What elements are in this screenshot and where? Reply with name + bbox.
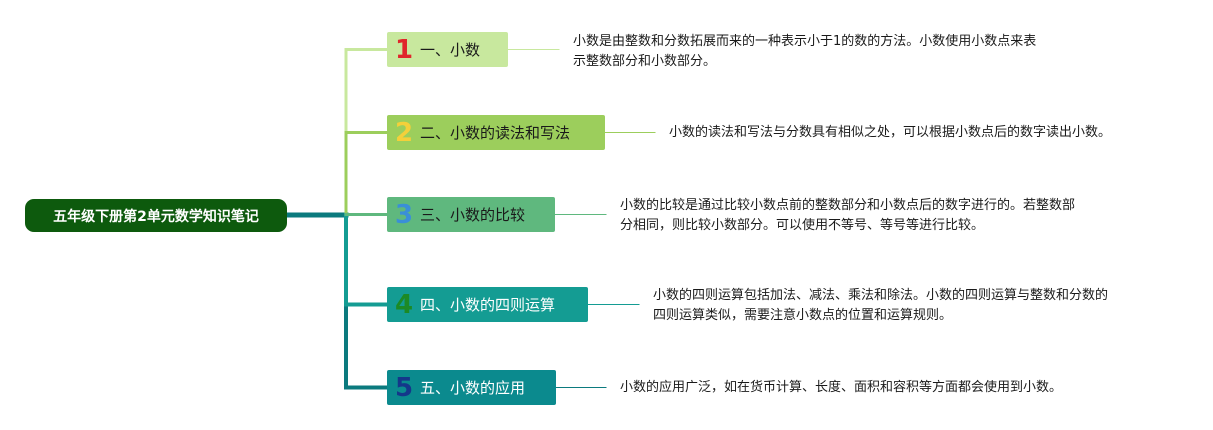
branch-description-4: 小数的四则运算包括加法、减法、乘法和除法。小数的四则运算与整数和分数的 四则运算… — [653, 286, 1108, 326]
branch-node-1[interactable]: 1 一、小数 — [387, 32, 508, 67]
description-line: 小数是由整数和分数拓展而来的一种表示小于1的数的方法。小数使用小数点来表 — [573, 34, 1037, 49]
branch-label-1: 一、小数 — [420, 41, 481, 59]
number-3-icon: 3 — [395, 199, 414, 230]
description-line: 小数的比较是通过比较小数点前的整数部分和小数点后的数字进行的。若整数部 — [620, 198, 1076, 213]
description-line: 四则运算类似，需要注意小数点的位置和运算规则。 — [653, 308, 953, 323]
number-4-icon: 4 — [395, 289, 414, 320]
branch-node-5[interactable]: 5 五、小数的应用 — [387, 370, 556, 405]
branch-node-4[interactable]: 4 四、小数的四则运算 — [387, 287, 588, 322]
branch-label-5: 五、小数的应用 — [420, 379, 526, 397]
branch-description-1: 小数是由整数和分数拓展而来的一种表示小于1的数的方法。小数使用小数点来表 示整数… — [573, 32, 1036, 72]
description-line: 分相同，则比较小数部分。可以使用不等号、等号等进行比较。 — [620, 218, 985, 233]
branch-label-2: 二、小数的读法和写法 — [420, 124, 571, 142]
branch-label-3: 三、小数的比较 — [420, 206, 526, 224]
root-topic-label: 五年级下册第2单元数学知识笔记 — [53, 208, 259, 225]
description-line: 小数的应用广泛，如在货币计算、长度、面积和容积等方面都会使用到小数。 — [620, 380, 1063, 395]
description-line: 示整数部分和小数部分。 — [573, 54, 717, 69]
branch-description-5: 小数的应用广泛，如在货币计算、长度、面积和容积等方面都会使用到小数。 — [620, 378, 1062, 398]
description-line: 小数的读法和写法与分数具有相似之处，可以根据小数点后的数字读出小数。 — [669, 125, 1112, 140]
root-topic[interactable]: 五年级下册第2单元数学知识笔记 — [25, 199, 287, 232]
branch-node-3[interactable]: 3 三、小数的比较 — [387, 197, 555, 232]
branch-description-2: 小数的读法和写法与分数具有相似之处，可以根据小数点后的数字读出小数。 — [669, 123, 1111, 143]
branch-label-4: 四、小数的四则运算 — [420, 296, 556, 314]
description-line: 小数的四则运算包括加法、减法、乘法和除法。小数的四则运算与整数和分数的 — [653, 288, 1109, 303]
number-1-icon: 1 — [395, 34, 414, 65]
number-5-icon: 5 — [395, 372, 414, 403]
number-2-icon: 2 — [395, 117, 414, 148]
branch-description-3: 小数的比较是通过比较小数点前的整数部分和小数点后的数字进行的。若整数部 分相同，… — [620, 196, 1075, 236]
branch-node-2[interactable]: 2 二、小数的读法和写法 — [387, 115, 605, 150]
